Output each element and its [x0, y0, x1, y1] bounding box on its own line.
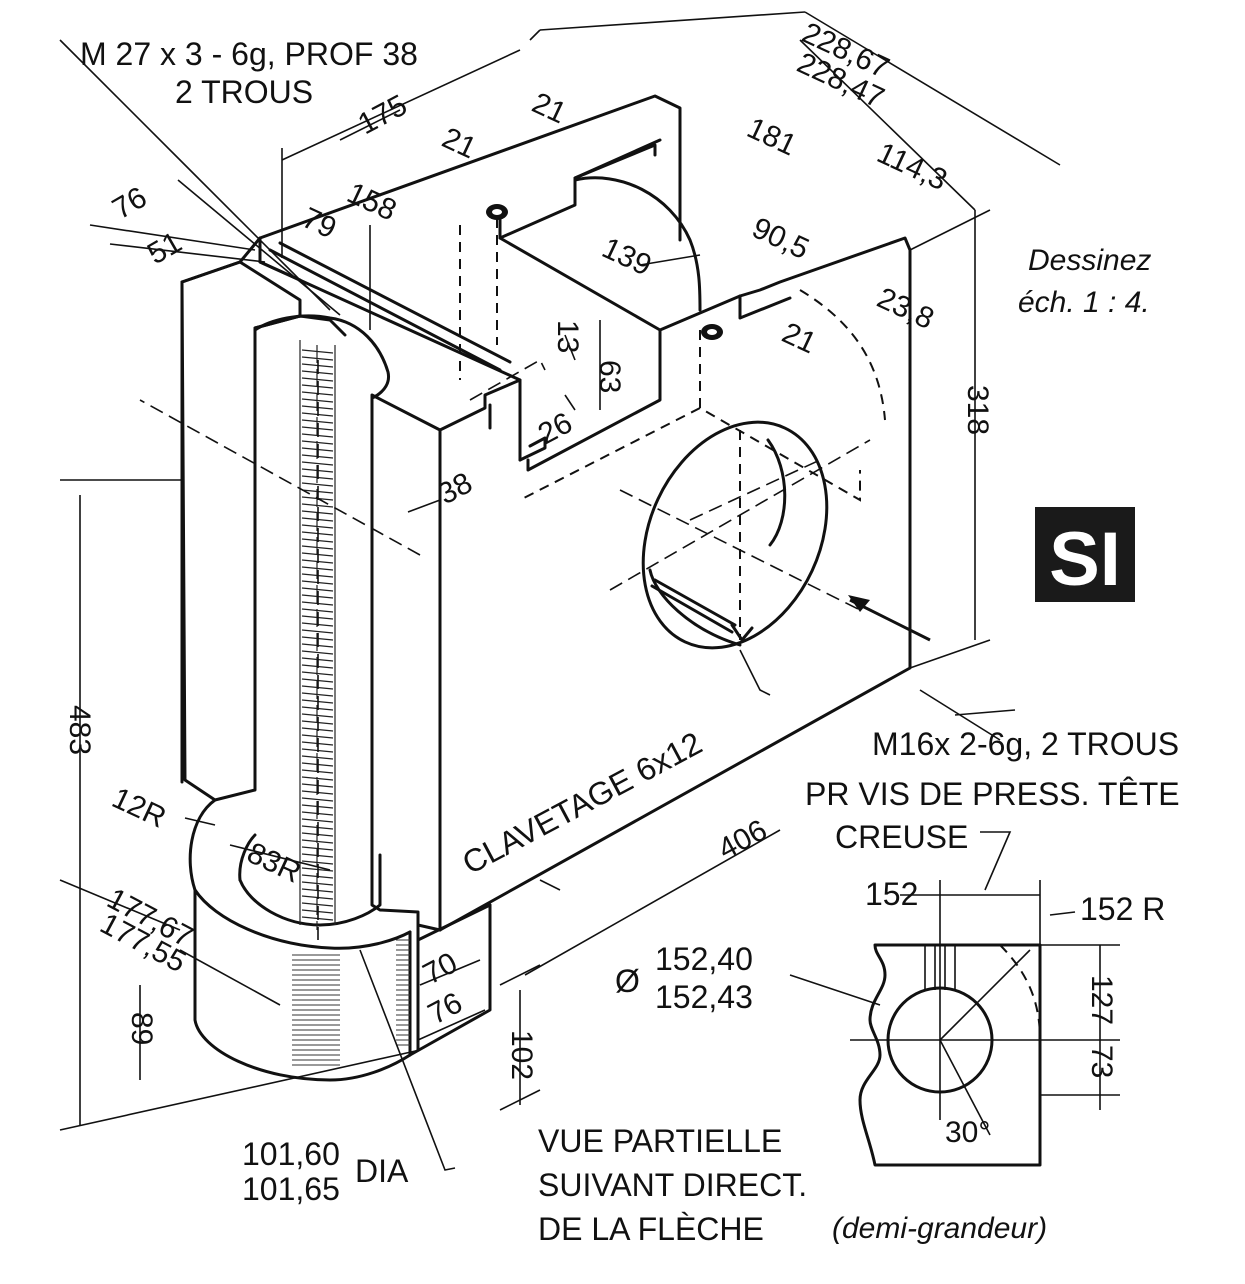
- thread-tick: [301, 713, 334, 718]
- thread-tick: [301, 734, 334, 739]
- thread-tick: [301, 818, 334, 823]
- view-caption-line1: VUE PARTIELLE: [538, 1123, 782, 1159]
- thread-tick: [301, 755, 334, 760]
- dim-23-8: 23,8: [872, 281, 939, 336]
- dia-line1: 101,60: [242, 1136, 340, 1172]
- bore-dia-1: 152,40: [655, 941, 753, 977]
- scale-note-line1: Dessinez: [1028, 244, 1151, 277]
- thread-tick: [301, 608, 334, 613]
- view-direction-arrow: [848, 595, 870, 612]
- view-caption-line3: DE LA FLÈCHE: [538, 1211, 764, 1247]
- thread-tick: [301, 566, 334, 571]
- dim-12R: 12R: [107, 781, 171, 834]
- thread-tick: [301, 902, 334, 907]
- dim-318: 318: [961, 385, 994, 435]
- dim-483: 483: [63, 705, 96, 755]
- dim-21-b: 21: [437, 121, 481, 165]
- thread-side-line2: PR VIS DE PRESS. TÊTE: [805, 776, 1180, 812]
- view-dim-152: 152: [865, 876, 918, 912]
- thread-tick: [301, 671, 334, 676]
- thread-tick: [301, 482, 334, 487]
- thread-top-line2: 2 TROUS: [175, 74, 313, 110]
- thread-tick: [301, 461, 334, 466]
- part-outline: [180, 94, 912, 1082]
- thread-tick: [301, 377, 334, 382]
- dim-89: 89: [125, 1012, 158, 1045]
- thread-tick: [301, 503, 334, 508]
- dim-76-bottom: 76: [423, 986, 468, 1031]
- thread-tick: [301, 419, 334, 424]
- dim-21-a: 21: [527, 86, 571, 130]
- dim-70: 70: [418, 946, 463, 991]
- bore-dia-2: 152,43: [655, 979, 753, 1015]
- dim-175: 175: [353, 89, 413, 142]
- thread-tick: [301, 349, 334, 354]
- si-badge: SI: [1035, 507, 1135, 602]
- dim-406: 406: [713, 814, 773, 867]
- view-dim-30deg: 30°: [945, 1116, 990, 1149]
- dim-83R: 83R: [242, 836, 306, 889]
- thread-tick: [301, 797, 334, 802]
- dim-181: 181: [742, 111, 801, 162]
- thread-tick: [301, 860, 334, 865]
- si-badge-text: SI: [1049, 517, 1121, 602]
- dim-13: 13: [551, 320, 584, 353]
- bore-dia-symbol: Ø: [615, 963, 640, 999]
- thread-tick: [301, 881, 334, 886]
- thread-tick: [301, 440, 334, 445]
- thread-tick: [301, 524, 334, 529]
- thread-tick: [301, 839, 334, 844]
- thread-tick: [301, 356, 334, 361]
- scale-note-line2: éch. 1 : 4.: [1018, 286, 1150, 319]
- dim-51: 51: [142, 226, 187, 271]
- partial-view: [789, 831, 1120, 1167]
- view-caption-line2: SUIVANT DIRECT.: [538, 1167, 807, 1203]
- thread-tick: [301, 398, 334, 403]
- view-caption-italic: (demi-grandeur): [832, 1212, 1047, 1245]
- dim-63: 63: [593, 360, 626, 393]
- thread-tick: [301, 629, 334, 634]
- dim-79: 79: [297, 201, 341, 245]
- dim-76-top: 76: [107, 181, 152, 226]
- thread-tick: [301, 650, 334, 655]
- dim-102: 102: [505, 1030, 538, 1080]
- thread-side-line3: CREUSE: [835, 819, 968, 855]
- hidden-lines: [139, 218, 886, 940]
- thread-ticks: [301, 349, 334, 921]
- dim-26: 26: [533, 406, 578, 451]
- thread-tick: [301, 587, 334, 592]
- dia-suffix: DIA: [355, 1153, 409, 1189]
- view-dim-127: 127: [1085, 975, 1118, 1025]
- dim-114-3: 114,3: [872, 136, 952, 197]
- dim-139: 139: [597, 231, 656, 282]
- thread-tick: [301, 692, 334, 697]
- tapped-holes: [486, 204, 723, 340]
- thread-tick: [301, 545, 334, 550]
- view-dim-152R: 152 R: [1080, 891, 1165, 927]
- dimension-lines: [59, 11, 1061, 1171]
- dia-line2: 101,65: [242, 1171, 340, 1207]
- thread-tick: [301, 776, 334, 781]
- thread-top-line1: M 27 x 3 - 6g, PROF 38: [80, 36, 418, 72]
- view-dim-73: 73: [1085, 1045, 1118, 1078]
- thread-side-line1: M16x 2-6g, 2 TROUS: [872, 726, 1179, 762]
- dim-90-5: 90,5: [747, 211, 814, 266]
- dim-158: 158: [342, 176, 401, 227]
- dim-21-c: 21: [777, 316, 821, 360]
- cylinder-hatch: [292, 939, 410, 1066]
